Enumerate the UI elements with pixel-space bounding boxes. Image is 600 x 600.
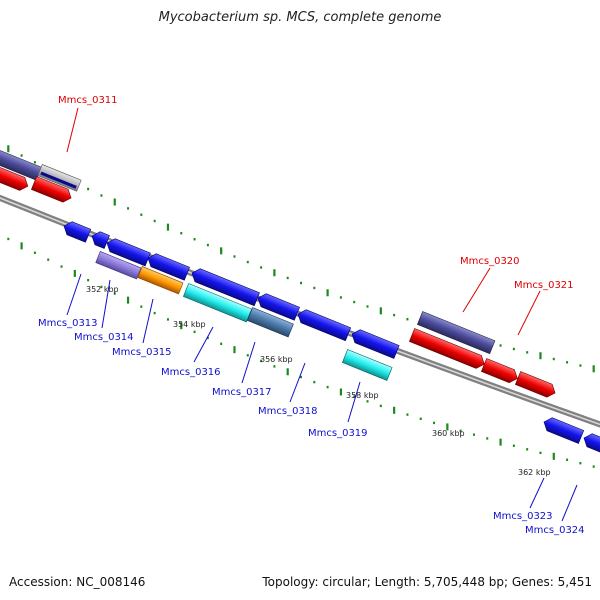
- tick-label-360kbp: 360 kbp: [432, 429, 465, 438]
- gene-label-mmcs-0315[interactable]: Mmcs_0315: [112, 347, 172, 358]
- topology-label: Topology: circular; Length: 5,705,448 bp…: [262, 575, 592, 589]
- gene-feature[interactable]: [581, 432, 600, 457]
- gene-feature[interactable]: [514, 371, 557, 400]
- gene-feature[interactable]: [349, 328, 400, 359]
- gene-feature[interactable]: [246, 307, 294, 338]
- gene-feature[interactable]: [189, 267, 260, 307]
- map-title: Mycobacterium sp. MCS, complete genome: [158, 10, 442, 25]
- accession-label: Accession: NC_008146: [9, 575, 146, 589]
- gene-feature[interactable]: [61, 220, 92, 243]
- gene-feature[interactable]: [89, 230, 110, 249]
- gene-label-mmcs-0318[interactable]: Mmcs_0318: [258, 406, 318, 417]
- forward-gene-labels: Mmcs_0311 Mmcs_0320 Mmcs_0321: [58, 95, 574, 336]
- gene-label-mmcs-0311[interactable]: Mmcs_0311: [58, 95, 118, 106]
- gene-label-mmcs-0320[interactable]: Mmcs_0320: [460, 256, 520, 267]
- gene-feature[interactable]: [416, 311, 496, 355]
- gene-label-mmcs-0314[interactable]: Mmcs_0314: [74, 332, 134, 343]
- tick-label-356kbp: 356 kbp: [260, 355, 293, 364]
- gene-label-mmcs-0316[interactable]: Mmcs_0316: [161, 367, 221, 378]
- gene-label-mmcs-0319[interactable]: Mmcs_0319: [308, 428, 368, 439]
- gene-feature-group-reverse: [61, 220, 600, 457]
- gene-feature[interactable]: [255, 292, 300, 321]
- gene-feature[interactable]: [182, 283, 253, 323]
- tick-labels: 352 kbp 354 kbp 356 kbp 358 kbp 360 kbp …: [86, 285, 551, 477]
- tick-label-352kbp: 352 kbp: [86, 285, 119, 294]
- gene-feature[interactable]: [104, 237, 151, 267]
- gene-label-mmcs-0321[interactable]: Mmcs_0321: [514, 280, 574, 291]
- gene-feature-group-left: [0, 147, 82, 205]
- gene-feature[interactable]: [341, 349, 393, 381]
- gene-feature[interactable]: [145, 252, 190, 281]
- inner-tick-track: [7, 237, 595, 468]
- gene-feature[interactable]: [480, 358, 520, 385]
- gene-feature-group-right: [408, 311, 557, 400]
- reverse-gene-labels: Mmcs_0313 Mmcs_0314 Mmcs_0315 Mmcs_0316 …: [38, 273, 585, 536]
- gene-label-mmcs-0317[interactable]: Mmcs_0317: [212, 387, 272, 398]
- gene-feature[interactable]: [95, 251, 142, 280]
- gene-feature[interactable]: [0, 164, 30, 193]
- tick-label-354kbp: 354 kbp: [173, 320, 206, 329]
- gene-feature[interactable]: [137, 266, 184, 295]
- gene-feature[interactable]: [408, 328, 487, 371]
- gene-label-mmcs-0324[interactable]: Mmcs_0324: [525, 525, 585, 536]
- gene-label-mmcs-0323[interactable]: Mmcs_0323: [493, 511, 553, 522]
- tick-label-362kbp: 362 kbp: [518, 468, 551, 477]
- gene-feature[interactable]: [541, 416, 585, 444]
- gene-feature[interactable]: [30, 176, 73, 205]
- gene-feature[interactable]: [295, 308, 352, 342]
- gene-label-mmcs-0313[interactable]: Mmcs_0313: [38, 318, 98, 329]
- tick-label-358kbp: 358 kbp: [346, 391, 379, 400]
